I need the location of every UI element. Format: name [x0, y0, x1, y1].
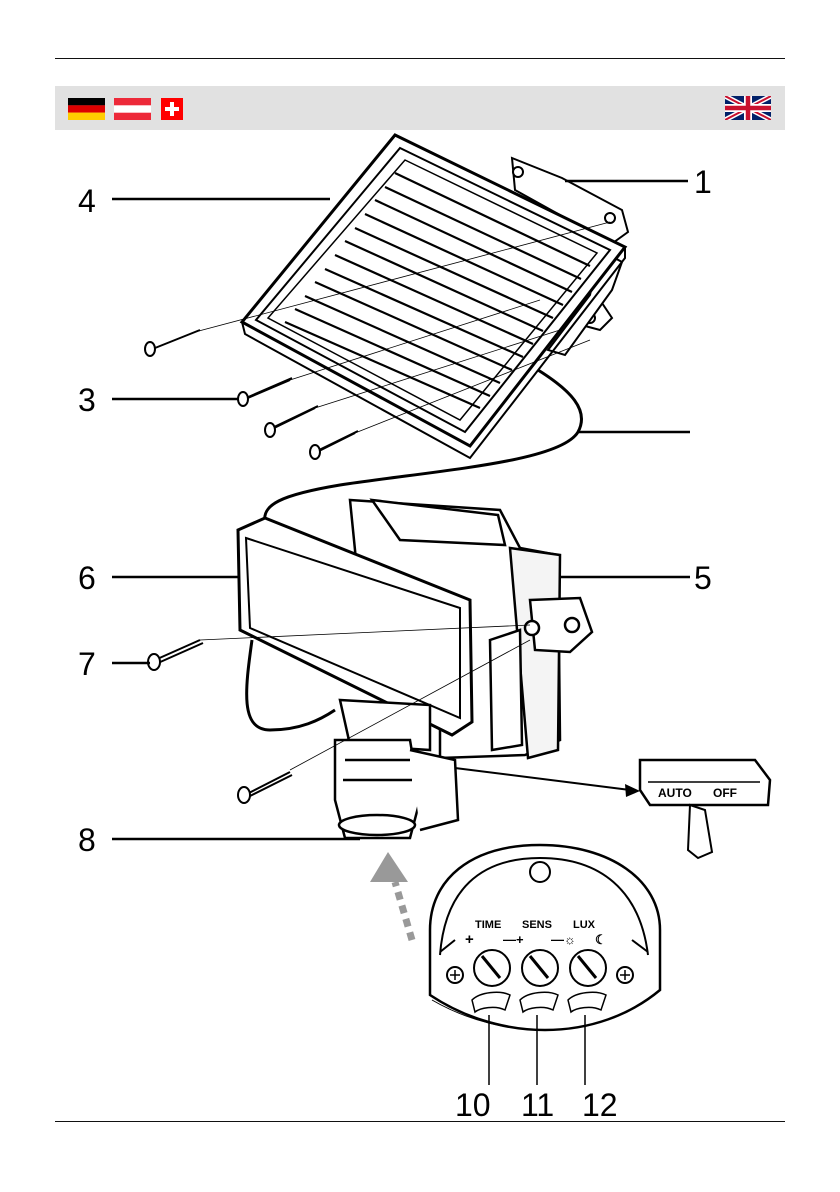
time-plus-sign: + [465, 931, 474, 948]
dial-label-lux: LUX [573, 919, 596, 931]
lux-signs: —☼ [551, 932, 576, 947]
callout-11: 11 [521, 1087, 554, 1123]
dial-label-sens: SENS [522, 919, 552, 931]
switch-detail [640, 760, 770, 858]
callout-7: 7 [78, 646, 96, 682]
callout-3: 3 [78, 382, 96, 418]
switch-arrow [455, 768, 640, 797]
lux-moon-icon: ☾ [595, 932, 607, 947]
detail-dashed-arrow [370, 852, 412, 940]
bottom-rule [55, 1121, 785, 1122]
callout-8: 8 [78, 822, 96, 858]
switch-label-auto: AUTO [658, 786, 692, 800]
callout-12: 12 [582, 1087, 618, 1123]
switch-label-off: OFF [713, 786, 737, 800]
callout-5: 5 [694, 560, 712, 596]
dial-panel [430, 845, 660, 1085]
dial-label-time: TIME [475, 919, 501, 931]
callout-1: 1 [694, 164, 712, 200]
callout-6: 6 [78, 560, 96, 596]
callout-4: 4 [78, 183, 96, 219]
callout-10: 10 [455, 1087, 491, 1123]
sens-signs: —+ [503, 932, 524, 947]
